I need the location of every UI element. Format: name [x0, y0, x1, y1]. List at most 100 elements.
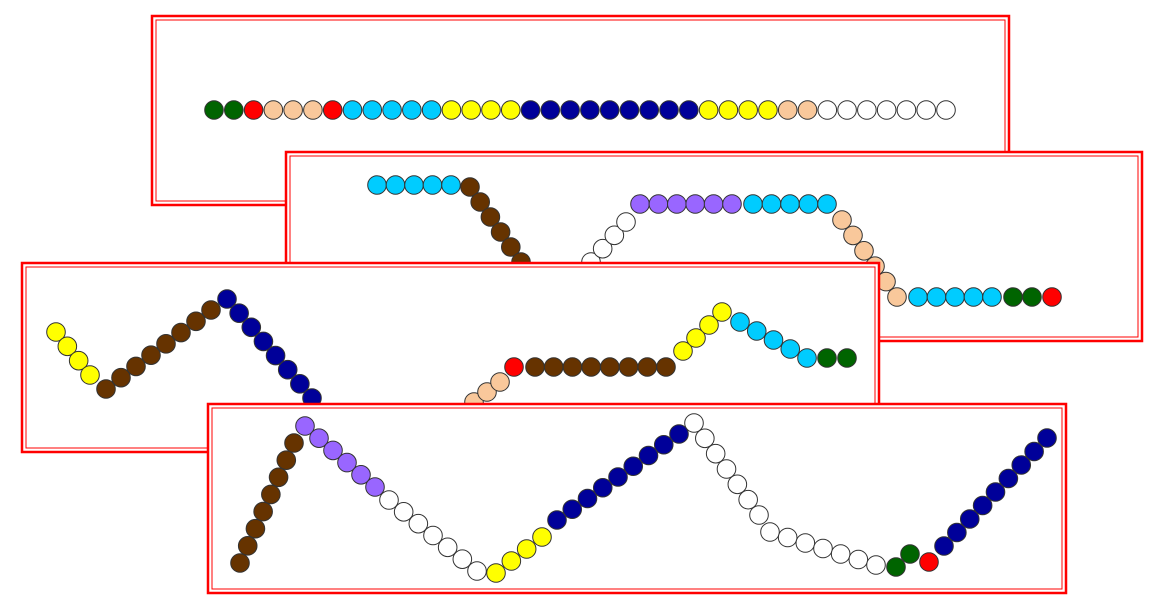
- bead-green: [817, 348, 837, 368]
- bead-navy: [985, 482, 1006, 502]
- bead-yellow: [46, 322, 66, 342]
- bead-navy: [623, 456, 644, 477]
- bead-navy: [580, 100, 600, 120]
- bead-brown: [156, 334, 176, 354]
- bead-white: [423, 525, 443, 546]
- bead-navy: [253, 331, 274, 352]
- bead-chain: [367, 175, 1062, 307]
- bead-purple: [667, 194, 687, 214]
- bead-navy: [934, 536, 954, 556]
- bead-white: [592, 238, 613, 259]
- bead-brown: [284, 433, 304, 453]
- bead-cyan: [422, 175, 443, 195]
- bead-brown: [276, 450, 297, 470]
- bead-green: [900, 544, 920, 564]
- bead-brown: [186, 311, 206, 332]
- bead-white: [408, 513, 429, 534]
- bead-purple: [365, 477, 385, 497]
- bead-cyan: [404, 175, 424, 195]
- bead-white: [749, 505, 769, 525]
- bead-brown: [581, 357, 601, 377]
- bead-brown: [637, 357, 658, 377]
- bead-white: [837, 100, 857, 120]
- bead-peach: [303, 100, 323, 120]
- bead-peach: [777, 100, 798, 120]
- bead-yellow: [486, 563, 506, 583]
- bead-brown: [111, 367, 131, 388]
- bead-navy: [547, 510, 567, 530]
- bead-cyan: [763, 330, 784, 350]
- bead-navy: [599, 100, 620, 120]
- bead-yellow: [673, 341, 693, 361]
- bead-purple: [337, 452, 357, 473]
- bead-peach: [283, 100, 303, 120]
- bead-navy: [639, 100, 660, 120]
- bead-white: [916, 100, 937, 120]
- bead-peach: [887, 287, 907, 307]
- bead-cyan: [780, 339, 801, 359]
- bead-cyan: [963, 287, 984, 307]
- bead-green: [886, 557, 906, 577]
- bead-brown: [470, 192, 491, 212]
- bead-cyan: [761, 194, 782, 214]
- bead-cyan: [945, 287, 965, 307]
- bead-yellow: [441, 100, 462, 120]
- bead-white: [684, 413, 704, 433]
- bead-brown: [141, 345, 161, 365]
- bead-brown: [460, 177, 480, 197]
- bead-yellow: [738, 100, 758, 120]
- bead-white: [760, 522, 780, 542]
- bead-cyan: [367, 175, 387, 195]
- bead-navy: [959, 509, 980, 529]
- bead-cyan: [385, 175, 406, 195]
- bead-red: [919, 552, 939, 572]
- bead-white: [813, 538, 833, 559]
- bead-purple: [351, 465, 371, 485]
- bead-card-4: [206, 402, 1068, 595]
- bead-navy: [229, 303, 249, 323]
- bead-cyan: [402, 100, 422, 120]
- bead-peach: [263, 100, 284, 120]
- bead-yellow: [57, 336, 78, 357]
- bead-white: [604, 225, 625, 246]
- bead-purple: [309, 428, 329, 449]
- bead-peach: [797, 100, 818, 120]
- bead-yellow: [481, 100, 501, 120]
- bead-cyan: [730, 312, 750, 332]
- bead-peach: [843, 225, 863, 246]
- bead-brown: [268, 467, 289, 488]
- bead-navy: [608, 467, 628, 487]
- bead-chain: [230, 413, 1057, 583]
- bead-purple: [703, 194, 724, 214]
- bead-yellow: [698, 100, 719, 120]
- bead-navy: [653, 434, 674, 455]
- bead-brown: [171, 322, 191, 343]
- bead-navy: [241, 317, 262, 338]
- bead-cyan: [342, 100, 363, 120]
- card-inner-border: [211, 407, 1063, 590]
- bead-brown: [490, 222, 511, 242]
- bead-cyan: [780, 194, 800, 214]
- bead-green: [1022, 287, 1042, 307]
- bead-white: [936, 100, 956, 120]
- bead-white: [857, 100, 877, 120]
- bead-navy: [290, 374, 310, 394]
- bead-yellow: [80, 365, 100, 385]
- bead-yellow: [758, 100, 778, 120]
- bead-navy: [638, 445, 659, 466]
- bead-cyan: [382, 100, 402, 120]
- bead-navy: [520, 100, 541, 120]
- bead-navy: [1011, 455, 1032, 475]
- bead-navy: [277, 359, 298, 380]
- bead-brown: [618, 357, 639, 377]
- bead-white: [705, 443, 726, 464]
- bead-red: [243, 100, 264, 120]
- bead-cyan: [362, 100, 383, 120]
- bead-yellow: [699, 315, 719, 335]
- bead-yellow: [712, 302, 732, 322]
- bead-navy: [998, 468, 1019, 489]
- bead-navy: [560, 100, 580, 120]
- bead-brown: [261, 484, 281, 505]
- bead-peach: [832, 210, 852, 230]
- bead-brown: [253, 501, 273, 522]
